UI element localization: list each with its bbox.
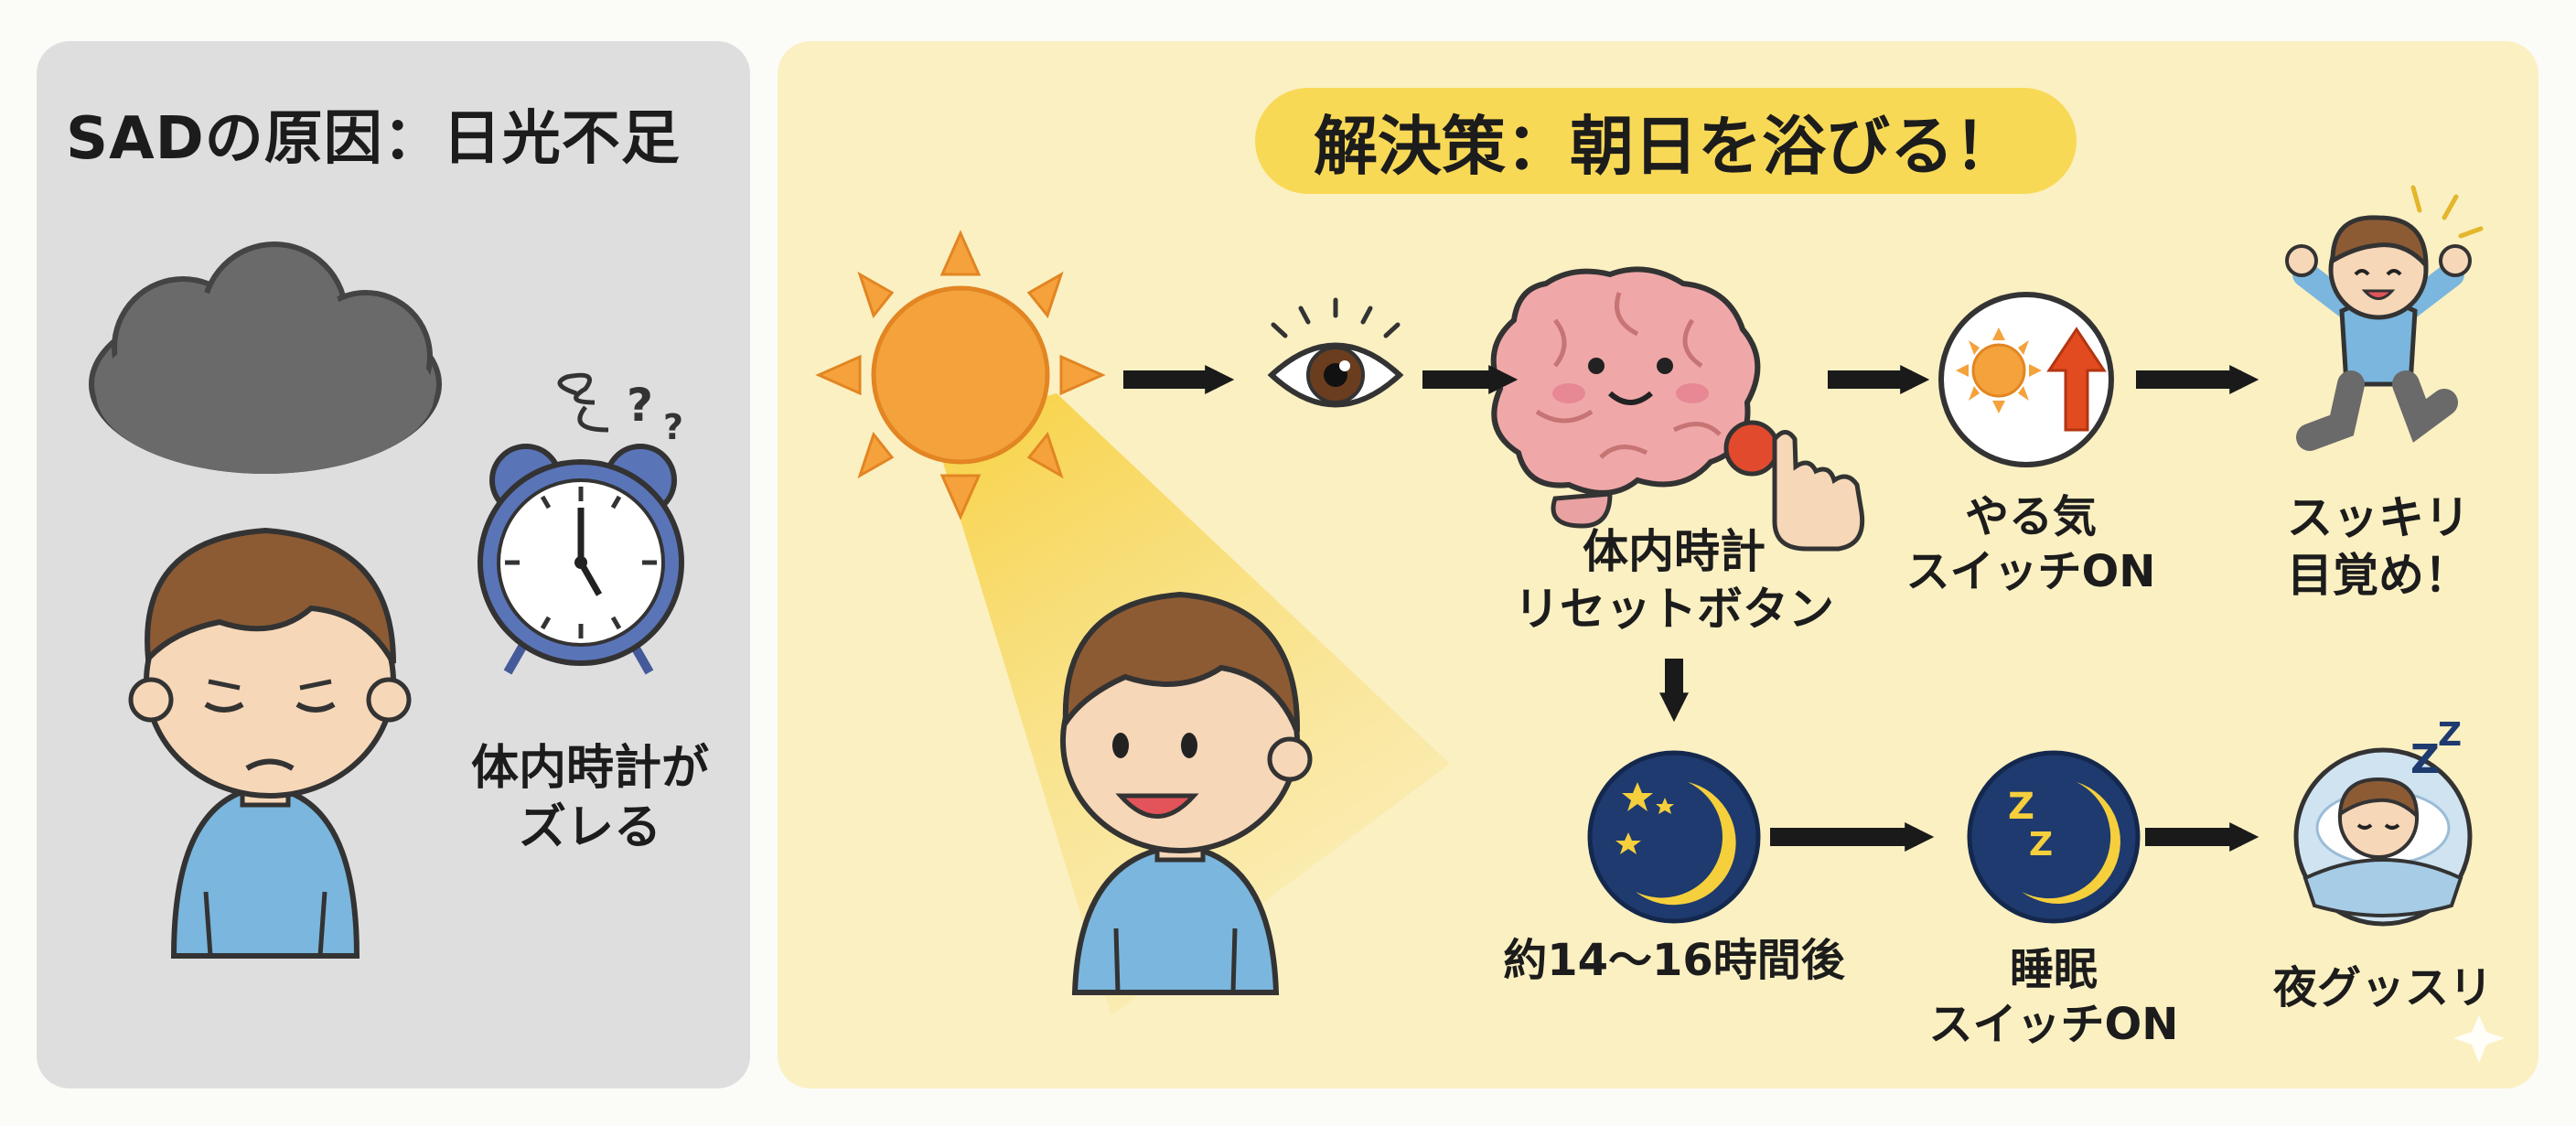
svg-text:Z: Z: [2410, 736, 2440, 783]
flow-arrows: [1123, 364, 2259, 853]
storm-cloud-icon: [89, 241, 442, 474]
eye-icon: [1267, 297, 1404, 408]
cause-title: SADの原因：日光不足: [66, 105, 681, 173]
svg-text:Z: Z: [2008, 786, 2034, 828]
sparkle-icon: [2453, 1015, 2505, 1063]
happy-child-illustration: [1060, 591, 1313, 995]
sleeping-child-icon: Z Z: [2293, 716, 2473, 927]
svg-text:Z: Z: [2438, 716, 2462, 754]
svg-text:?: ?: [627, 379, 653, 432]
svg-text:?: ?: [663, 407, 683, 447]
sad-child-illustration: [128, 527, 412, 959]
sleep-switch-label: 睡眠 スイッチON: [1928, 944, 2179, 1050]
sleep-well-label: 夜グッスリ: [2272, 962, 2493, 1013]
svg-text:Z: Z: [2029, 826, 2053, 863]
alarm-clock-icon: ? ?: [478, 372, 684, 675]
sleep-moon-icon: Z Z: [1967, 750, 2141, 924]
night-moon-icon: [1587, 750, 1761, 924]
sun-icon: [815, 230, 1106, 520]
delay-label: 約14〜16時間後: [1503, 935, 1845, 986]
brain-icon: [1490, 266, 1865, 552]
solution-title: 解決策：朝日を浴びる！: [1255, 88, 2077, 194]
jumping-child-illustration: [2285, 185, 2484, 451]
motivation-switch-label: やる気 スイッチON: [1905, 491, 2156, 597]
wake-up-label: スッキリ 目覚め！: [2287, 491, 2470, 602]
motivation-switch-icon: [1938, 292, 2114, 467]
brain-reset-label: 体内時計 リセットボタン: [1514, 525, 1834, 636]
clock-caption: 体内時計が ズレる: [470, 741, 709, 855]
